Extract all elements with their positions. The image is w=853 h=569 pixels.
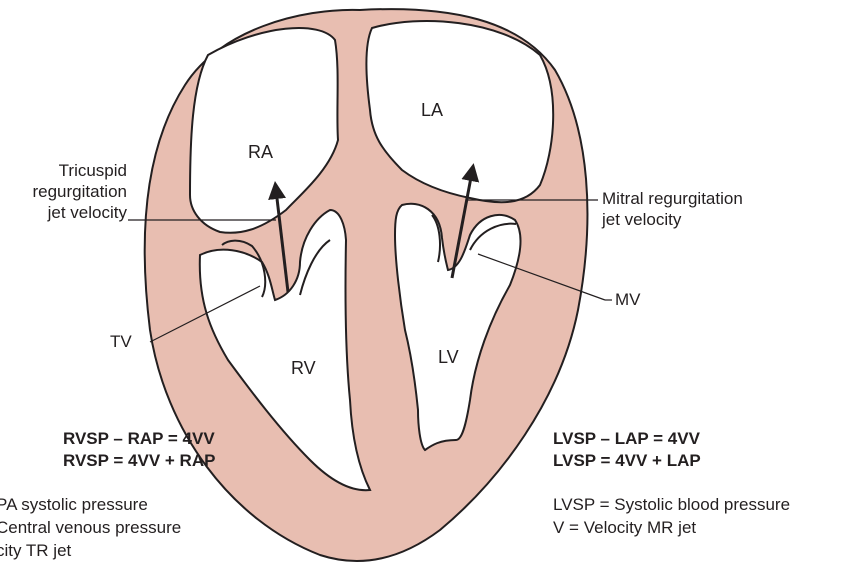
ra-label: RA — [248, 142, 273, 163]
right-equation-1: RVSP – RAP = 4VV — [63, 428, 215, 450]
la-label: LA — [421, 100, 443, 121]
left-heart-legend: LVSP = Systolic blood pressure V = Veloc… — [553, 493, 790, 539]
tr-callout-line-3: jet velocity — [10, 202, 127, 223]
right-legend-line-2: Central venous pressure — [0, 516, 181, 539]
right-heart-legend: PA systolic pressure Central venous pres… — [0, 493, 181, 562]
left-equation-2: LVSP = 4VV + LAP — [553, 450, 701, 472]
rv-label: RV — [291, 358, 316, 379]
right-equation-2: RVSP = 4VV + RAP — [63, 450, 215, 472]
tr-callout-line-2: regurgitation — [10, 181, 127, 202]
right-legend-line-1: PA systolic pressure — [0, 493, 181, 516]
tr-callout-line-1: Tricuspid — [10, 160, 127, 181]
right-heart-equations: RVSP – RAP = 4VV RVSP = 4VV + RAP — [63, 428, 215, 472]
tr-callout: Tricuspid regurgitation jet velocity — [10, 160, 127, 223]
left-legend-line-1: LVSP = Systolic blood pressure — [553, 493, 790, 516]
left-heart-equations: LVSP – LAP = 4VV LVSP = 4VV + LAP — [553, 428, 701, 472]
mr-callout: Mitral regurgitation jet velocity — [602, 188, 743, 230]
lv-label: LV — [438, 347, 459, 368]
mr-callout-line-1: Mitral regurgitation — [602, 188, 743, 209]
mr-callout-line-2: jet velocity — [602, 209, 743, 230]
left-equation-1: LVSP – LAP = 4VV — [553, 428, 701, 450]
right-legend-line-3: city TR jet — [0, 539, 181, 562]
tv-label: TV — [110, 331, 132, 352]
left-legend-line-2: V = Velocity MR jet — [553, 516, 790, 539]
mv-label: MV — [615, 289, 641, 310]
